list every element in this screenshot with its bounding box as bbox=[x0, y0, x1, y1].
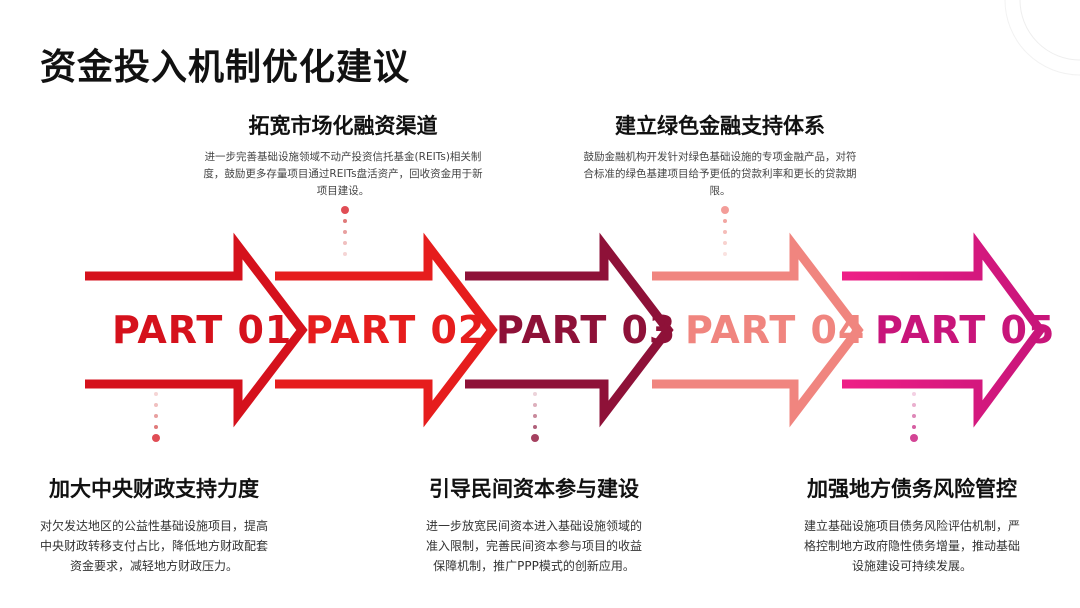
item-3-dots bbox=[150, 392, 162, 442]
part-03-label: PART 03 bbox=[496, 308, 677, 352]
arrow-1 bbox=[85, 232, 308, 428]
arrow-5 bbox=[842, 232, 1046, 428]
item-2-title: 建立绿色金融支持体系 bbox=[615, 114, 825, 138]
item-4-desc: 进一步放宽民间资本进入基础设施领域的 准入限制，完善民间资本参与项目的收益 保障… bbox=[425, 519, 642, 573]
page-title: 资金投入机制优化建议 bbox=[40, 47, 411, 88]
item-1-dots bbox=[339, 206, 351, 256]
arrow-2 bbox=[275, 232, 498, 428]
part-02-label: PART 02 bbox=[305, 308, 486, 352]
part-01-label: PART 01 bbox=[112, 308, 293, 352]
item-5-desc: 建立基础设施项目债务风险评估机制，严 格控制地方政府隐性债务增量，推动基础 设施… bbox=[803, 519, 1020, 573]
item-2-desc: 鼓励金融机构开发针对绿色基础设施的专项金融产品，对符 合标准的绿色基建项目给予更… bbox=[583, 151, 857, 197]
item-1-desc: 进一步完善基础设施领域不动产投资信托基金(REITs)相关制 度，鼓励更多存量项… bbox=[203, 151, 483, 197]
arrow-3 bbox=[465, 232, 674, 428]
item-5-dots bbox=[908, 392, 920, 442]
arrow-4 bbox=[652, 232, 864, 428]
item-1-title: 拓宽市场化融资渠道 bbox=[248, 114, 438, 138]
item-2-dots bbox=[719, 206, 731, 256]
item-3-desc: 对欠发达地区的公益性基础设施项目，提高 中央财政转移支付占比，降低地方财政配套 … bbox=[39, 519, 268, 573]
part-04-label: PART 04 bbox=[685, 308, 866, 352]
item-4-title: 引导民间资本参与建设 bbox=[429, 477, 639, 501]
item-5-title: 加强地方债务风险管控 bbox=[807, 477, 1017, 501]
part-05-label: PART 05 bbox=[875, 308, 1056, 352]
item-3-title: 加大中央财政支持力度 bbox=[49, 477, 259, 501]
item-4-dots bbox=[529, 392, 541, 442]
